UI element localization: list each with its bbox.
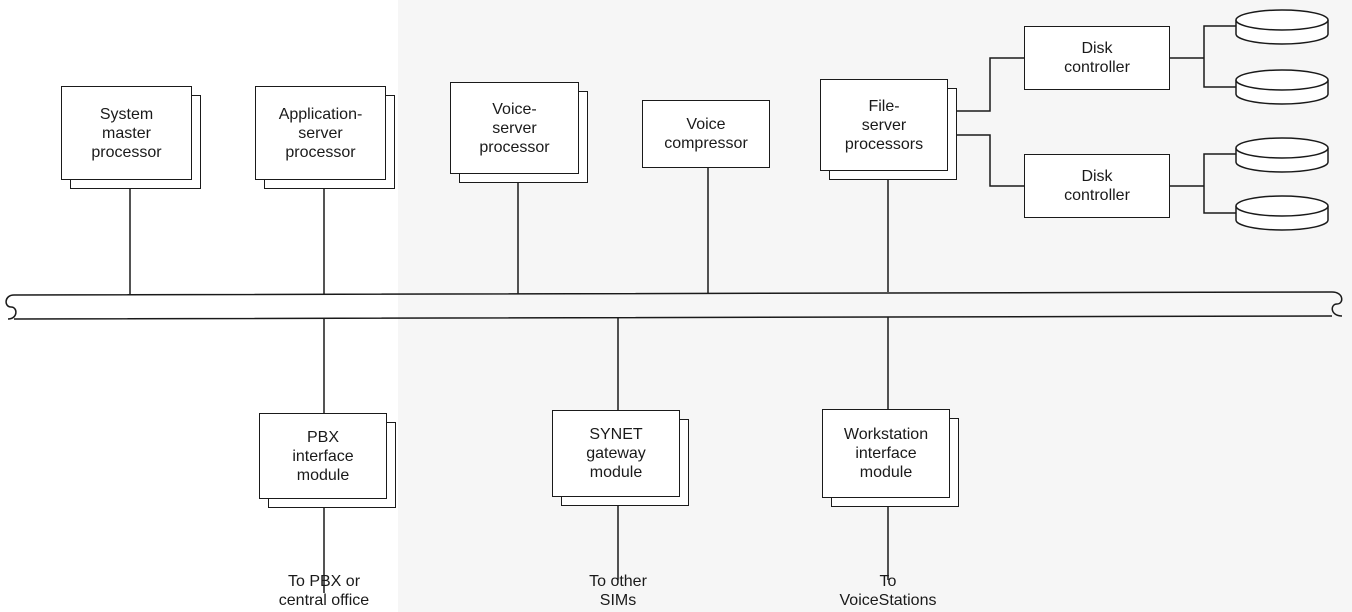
destination-sims-label: To other SIMs [589, 573, 647, 609]
voice-compressor: Voice compressor [642, 100, 770, 168]
disk-drive-icon [1235, 9, 1329, 45]
bus-left-end [5, 294, 17, 320]
disk-drive-icon [1235, 195, 1329, 231]
destination-pbx-label: To PBX or central office [278, 573, 370, 609]
disk-drive-icon [1235, 137, 1329, 173]
pbx-interface-module: PBX interface module [259, 413, 387, 499]
bus-right-end [1331, 291, 1343, 317]
bus-cable [13, 291, 1333, 320]
disk-controller-1: Disk controller [1024, 26, 1170, 90]
synet-gateway-module: SYNET gateway module [552, 410, 680, 497]
workstation-interface-module: Workstation interface module [822, 409, 950, 498]
disk-controller-2: Disk controller [1024, 154, 1170, 218]
file-server-processors: File- server processors [820, 79, 948, 171]
system-master-processor: System master processor [61, 86, 192, 180]
disk-drive-icon [1235, 69, 1329, 105]
destination-voicestations-label: To VoiceStations [839, 573, 937, 609]
voice-server-processor: Voice- server processor [450, 82, 579, 174]
application-server-processor: Application- server processor [255, 86, 386, 180]
